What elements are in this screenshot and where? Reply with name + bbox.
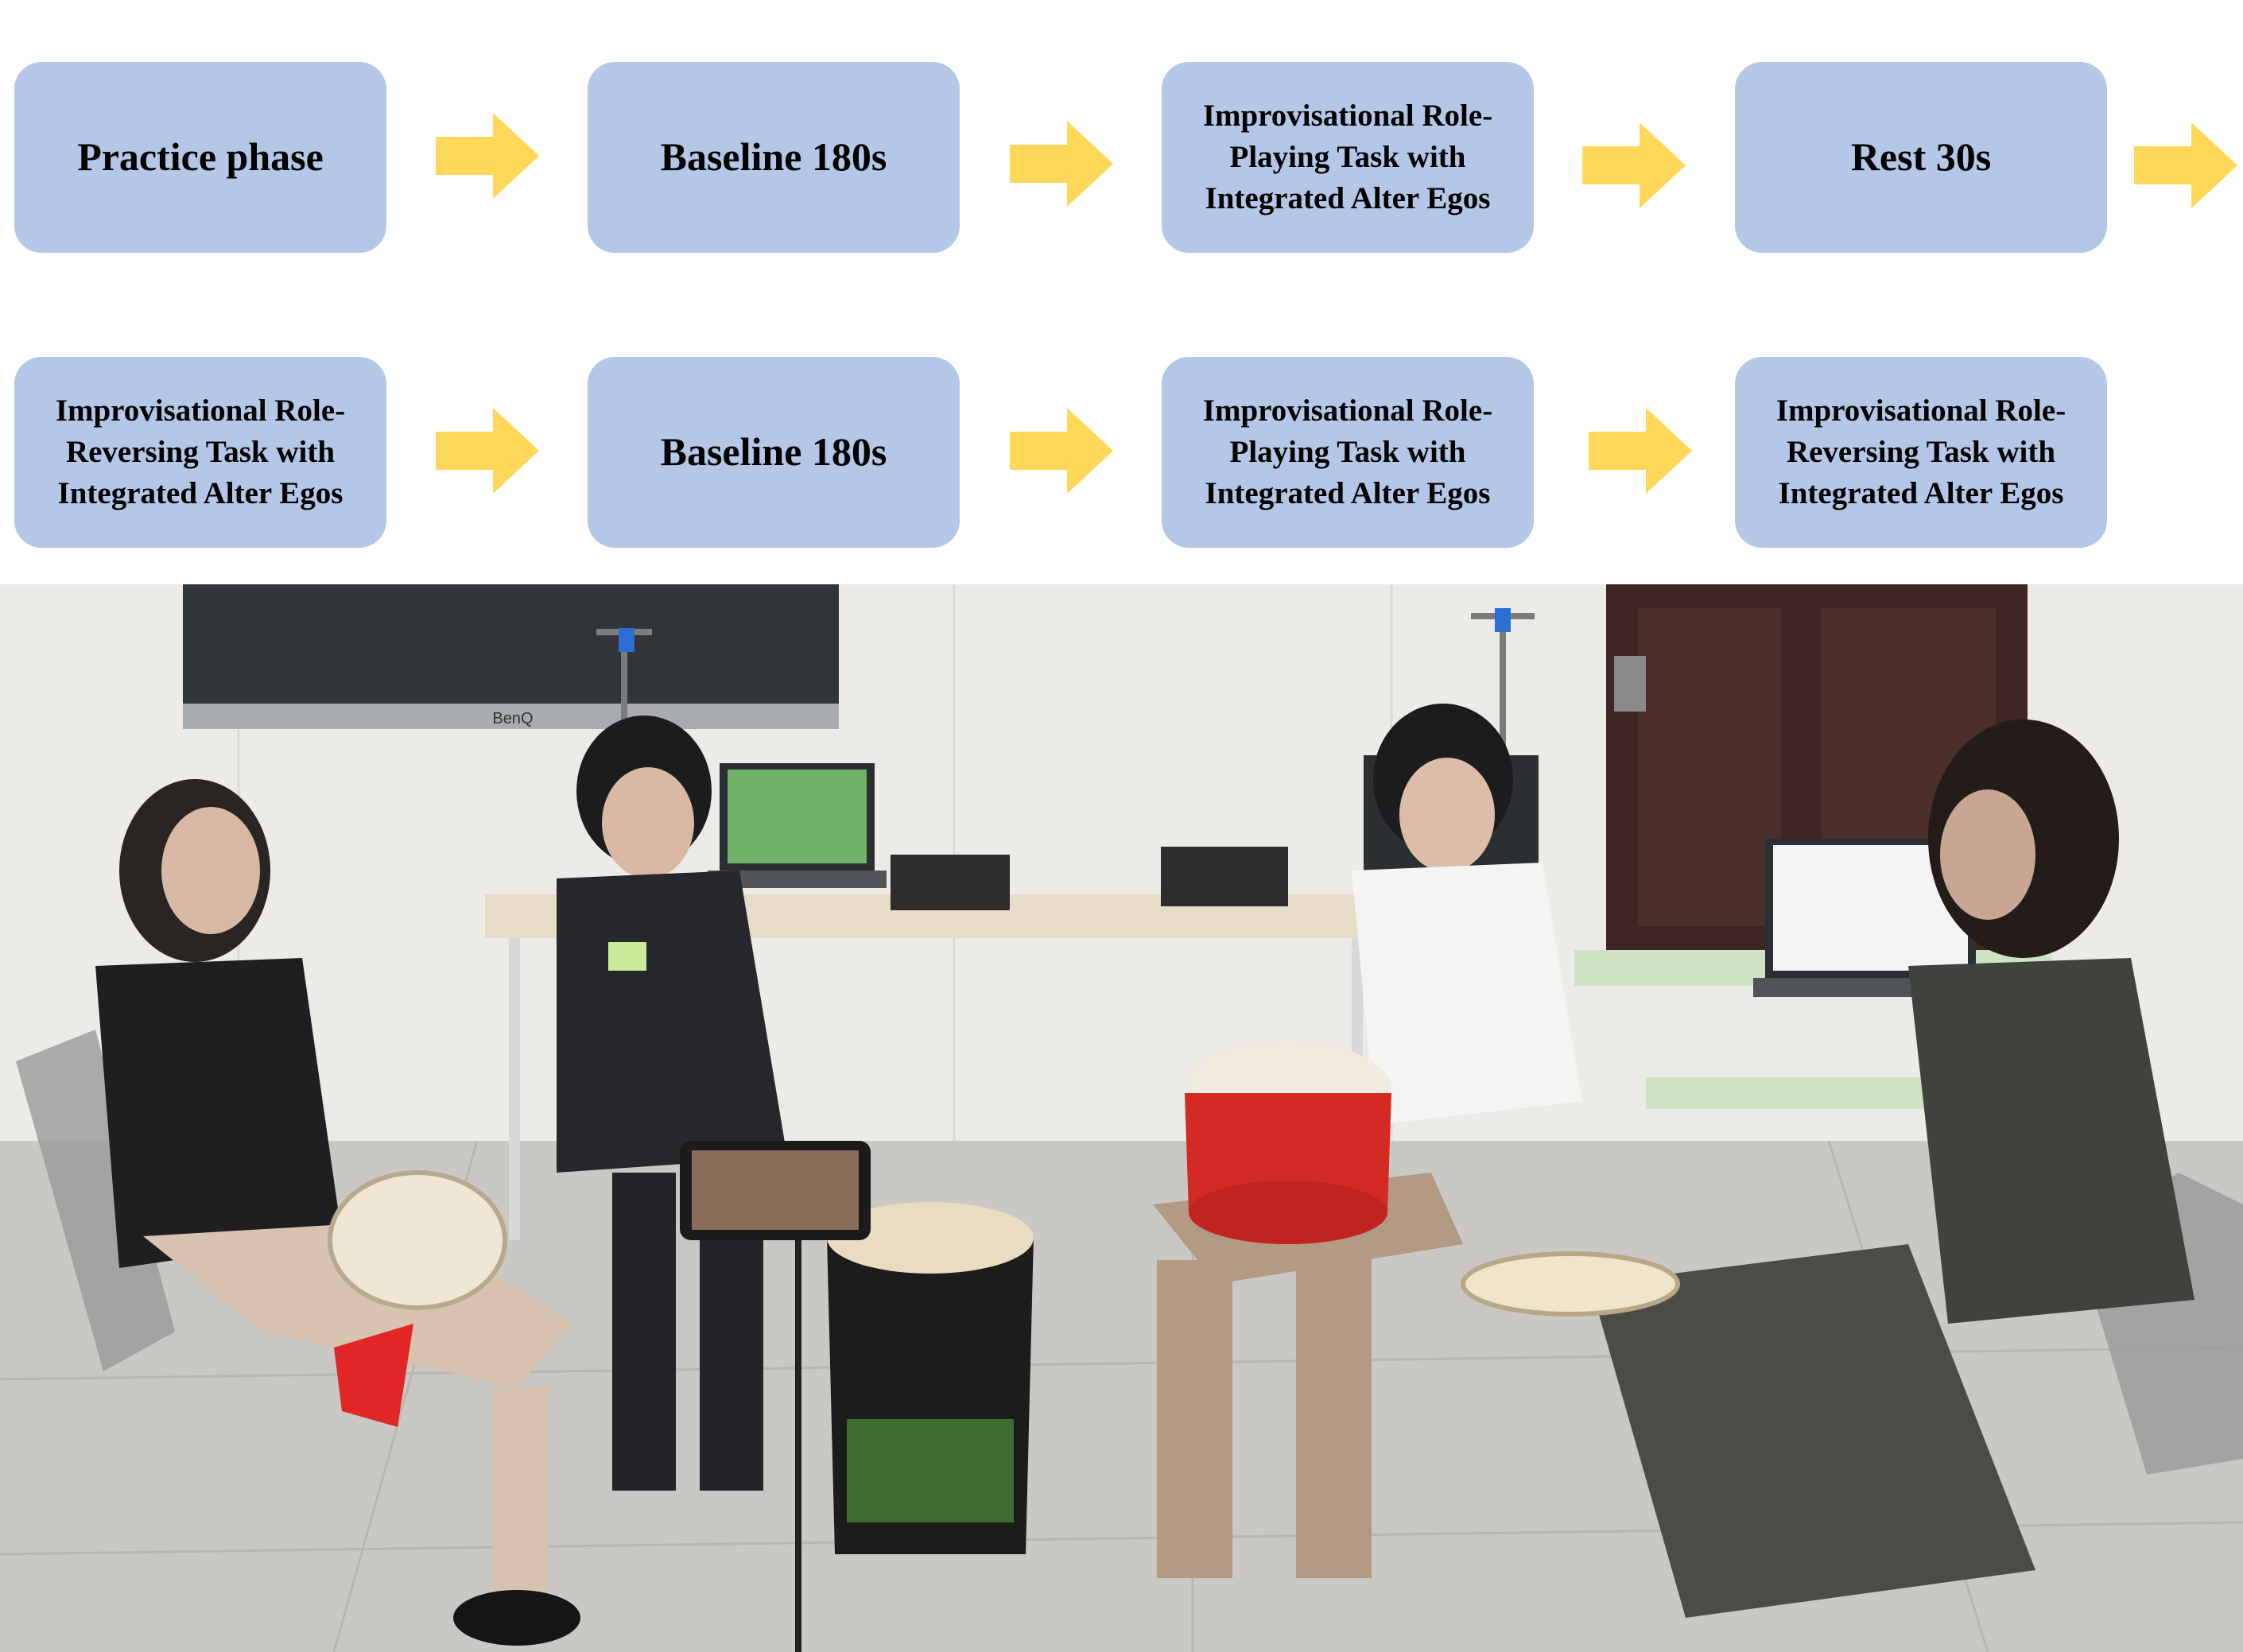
- arrow-right-icon: [436, 113, 539, 199]
- arrow-right-icon: [1582, 122, 1686, 208]
- step-label: Baseline 180s: [660, 429, 887, 475]
- step-label: Improvisational Role- Reversing Task wit…: [1775, 394, 2066, 510]
- amplifier: [1161, 847, 1288, 906]
- step-practice-phase: Practice phase: [14, 62, 386, 253]
- step-label: Rest 30s: [1850, 134, 1992, 180]
- step-label: Improvisational Role- Reversing Task wit…: [55, 394, 346, 510]
- djembe-drum: [827, 1202, 1034, 1554]
- arrow-right-icon: [436, 408, 539, 494]
- step-rest: Rest 30s: [1735, 62, 2107, 253]
- step-label: Improvisational Role- Playing Task with …: [1202, 394, 1493, 510]
- step-baseline-2: Baseline 180s: [588, 357, 960, 548]
- tv-screen: BenQ: [183, 584, 839, 729]
- step-baseline-1: Baseline 180s: [588, 62, 960, 253]
- arrow-right-icon: [2134, 122, 2237, 208]
- participant-4: [1461, 719, 2194, 1618]
- tv-brand-text: BenQ: [492, 710, 533, 727]
- arrow-right-icon: [1010, 408, 1113, 494]
- participant-2: [557, 715, 787, 1491]
- participant-1: [95, 779, 580, 1646]
- experiment-photo: BenQ: [0, 584, 2243, 1652]
- step-label: Improvisational Role- Playing Task with …: [1202, 99, 1493, 215]
- arrow-right-icon: [1010, 121, 1113, 207]
- step-label: Baseline 180s: [660, 134, 887, 180]
- arrow-right-icon: [1589, 408, 1692, 494]
- phone-on-tripod: [680, 1141, 871, 1652]
- step-role-reversing-1: Improvisational Role- Reversing Task wit…: [14, 357, 386, 548]
- amplifier: [891, 855, 1010, 910]
- experiment-scene: BenQ: [0, 584, 2243, 1652]
- participant-3: [1153, 704, 1582, 1578]
- step-label: Practice phase: [77, 134, 324, 180]
- step-role-playing-2: Improvisational Role- Playing Task with …: [1162, 357, 1534, 548]
- step-role-reversing-2: Improvisational Role- Reversing Task wit…: [1735, 357, 2107, 548]
- step-role-playing-1: Improvisational Role- Playing Task with …: [1162, 62, 1534, 253]
